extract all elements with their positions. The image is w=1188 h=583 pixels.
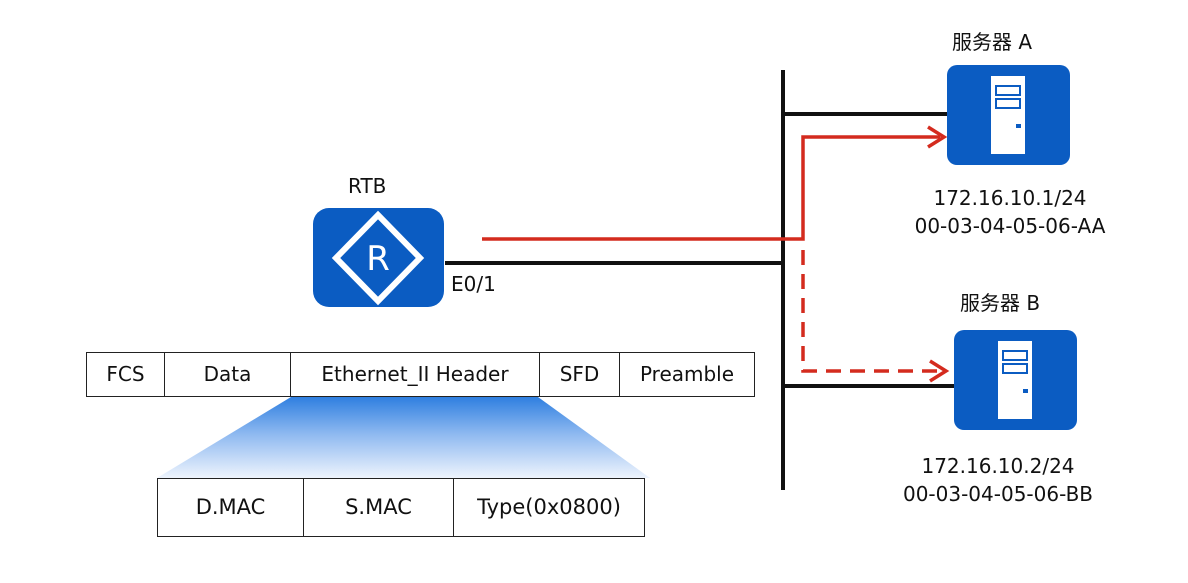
frame-field-ethernet-header: Ethernet_II Header bbox=[291, 353, 540, 396]
arrow-to-server-a bbox=[482, 135, 940, 241]
server-a-name: 服务器 A bbox=[952, 30, 1033, 54]
header-expand-shape bbox=[157, 397, 650, 478]
ethernet-frame: FCS Data Ethernet_II Header SFD Preamble bbox=[86, 352, 755, 397]
ethernet-header-detail: D.MAC S.MAC Type(0x0800) bbox=[157, 478, 645, 537]
server-b-ip: 172.16.10.2/24 bbox=[921, 454, 1075, 478]
server-b-mac: 00-03-04-05-06-BB bbox=[902, 482, 1094, 506]
server-a-ip: 172.16.10.1/24 bbox=[933, 186, 1087, 210]
router-interface-label: E0/1 bbox=[451, 272, 496, 296]
header-field-smac: S.MAC bbox=[304, 479, 454, 536]
frame-field-sfd: SFD bbox=[540, 353, 620, 396]
frame-field-preamble: Preamble bbox=[639, 362, 735, 386]
server-icon bbox=[954, 330, 1077, 430]
header-field-dmac: D.MAC bbox=[158, 479, 304, 536]
svg-text:R: R bbox=[366, 239, 390, 279]
router-icon: R bbox=[313, 208, 444, 307]
frame-field-data: Data bbox=[165, 353, 291, 396]
frame-field-fcs: FCS bbox=[87, 353, 165, 396]
server-a-mac: 00-03-04-05-06-AA bbox=[914, 214, 1106, 238]
server-b-name: 服务器 B bbox=[960, 291, 1041, 315]
server-icon bbox=[947, 65, 1070, 165]
router-name: RTB bbox=[348, 174, 387, 198]
arrow-to-server-b bbox=[801, 250, 942, 373]
header-field-type: Type(0x0800) bbox=[477, 495, 621, 519]
arrowhead-b bbox=[929, 359, 950, 383]
arrowhead-a bbox=[927, 125, 948, 149]
